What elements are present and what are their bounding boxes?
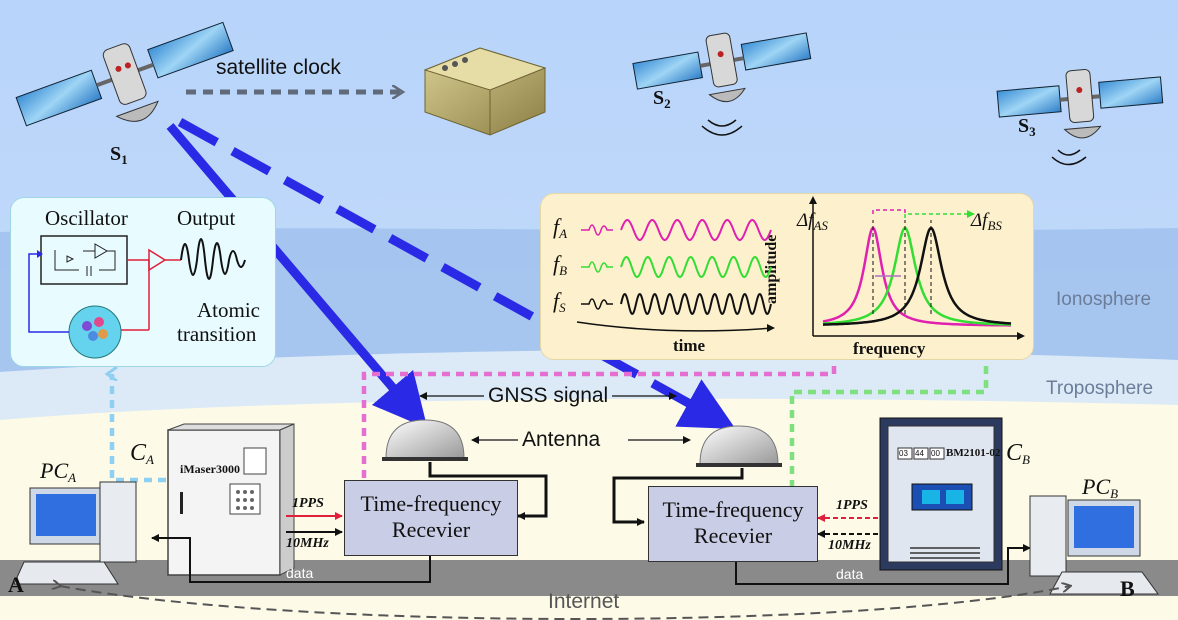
gnss-beam-b: [177, 118, 736, 430]
internet-label: Internet: [548, 590, 620, 613]
site-a-label: A: [8, 572, 24, 597]
satellite-label-s3: S3: [1018, 115, 1036, 139]
output-label: Output: [177, 206, 236, 230]
pps-label-a: 1PPS: [292, 496, 324, 511]
frequency-spectrum-panel: fA fB fS time frequency amplitude ΔfAS Δ…: [540, 193, 1034, 360]
freq-label-a: 10MHz: [286, 536, 329, 551]
spectrum-peak-s: [823, 226, 1012, 326]
clock-b-display-1: 03: [899, 449, 908, 458]
signal-waves-s3-icon: [1051, 149, 1087, 166]
clock-b-label: CB: [1006, 440, 1030, 467]
receiver-b: Time-frequency Recevier: [648, 486, 818, 562]
waveform-fa: [620, 219, 772, 241]
clock-a-device-label: iMaser3000: [180, 462, 240, 476]
signal-label-fs: fS: [553, 288, 566, 315]
receiver-a-line1: Time-frequency: [360, 491, 502, 516]
data-label-a: data: [286, 565, 314, 581]
antenna-label: Antenna: [522, 428, 601, 451]
oscillator-label: Oscillator: [45, 206, 128, 230]
receiver-b-line1: Time-frequency: [662, 497, 804, 522]
data-label-b: data: [836, 566, 864, 582]
link-clock-a-to-atomic: [112, 374, 166, 483]
waveform-fb: [620, 255, 772, 279]
pc-b-label: PCB: [1082, 474, 1119, 501]
satellite-s2-icon: [632, 32, 812, 103]
satellite-s1-icon: [15, 21, 234, 127]
waveforms-and-spectrum: [576, 196, 1025, 340]
ionosphere-label: Ionosphere: [1056, 289, 1152, 310]
frequency-axis-label: frequency: [853, 339, 926, 358]
delta-f-bs-label: ΔfBS: [971, 210, 1002, 233]
antenna-a-icon: [385, 419, 465, 459]
receiver-a: Time-frequency Recevier: [344, 480, 518, 556]
clock-a-label: CA: [130, 440, 154, 467]
time-axis-label: time: [673, 336, 706, 355]
antenna-b-icon: [699, 425, 779, 465]
atomic-schematic: [28, 235, 246, 359]
clock-b-display-3: 00: [931, 449, 940, 458]
waveform-fs: [620, 293, 772, 315]
signal-label-fa: fA: [553, 214, 568, 241]
receiver-a-line2: Recevier: [391, 517, 471, 542]
satellite-s3-icon: [996, 68, 1164, 139]
clock-b-display-2: 44: [915, 449, 924, 458]
pc-b-icon: [1029, 495, 1159, 595]
delta-f-as-label: ΔfAS: [797, 210, 828, 233]
signal-label-fb: fB: [553, 251, 568, 278]
atomic-clock-panel: Oscillator Output Atomic transition: [10, 197, 276, 367]
pc-a-icon: [13, 481, 137, 585]
gnss-beam-a: [166, 123, 428, 429]
freq-label-b: 10MHz: [828, 538, 871, 553]
signal-waves-s2-icon: [701, 119, 743, 136]
pc-a-label: PCA: [40, 458, 77, 485]
satellite-clock-label: satellite clock: [216, 56, 341, 79]
internet-link: [60, 586, 1070, 620]
satellite-label-s2: S2: [653, 87, 671, 111]
atomic-transition-label-2: transition: [177, 322, 257, 346]
spectrum-peak-a: [822, 226, 1011, 327]
spectrum-peak-b: [822, 226, 1011, 326]
receiver-b-line2: Recevier: [693, 523, 773, 548]
satellite-clock-device-icon: [423, 47, 547, 136]
troposphere-label: Troposphere: [1046, 378, 1154, 399]
clock-b-rack-icon: [879, 417, 1003, 571]
atomic-transition-label: Atomic: [197, 298, 260, 322]
clock-b-device-label: BM2101-02: [946, 447, 1001, 459]
site-b-label: B: [1120, 576, 1135, 601]
gnss-signal-label: GNSS signal: [488, 384, 609, 407]
pps-label-b: 1PPS: [836, 498, 868, 513]
clock-a-cabinet-icon: [167, 423, 295, 576]
satellite-label-s1: S1: [110, 143, 128, 167]
